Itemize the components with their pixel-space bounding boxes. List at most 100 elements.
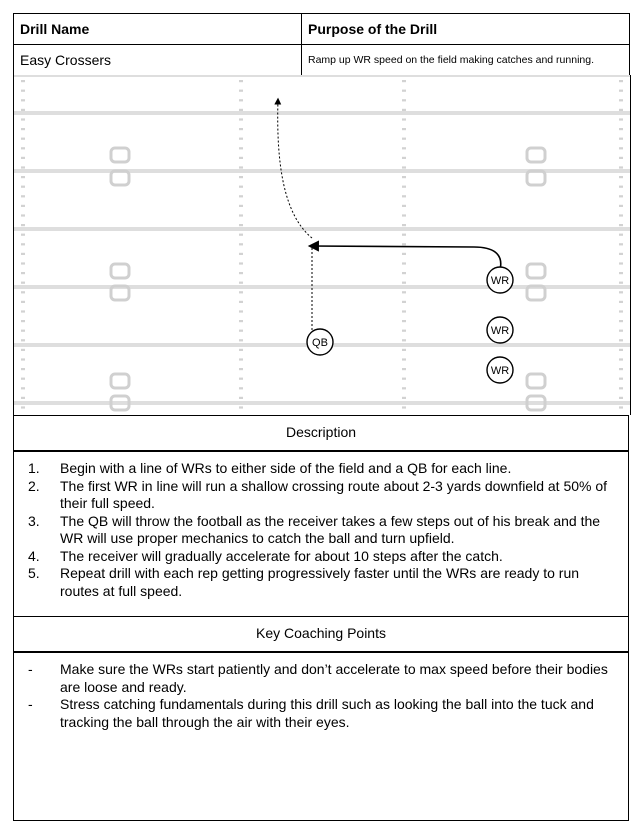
number-box bbox=[109, 146, 131, 164]
hash-mark bbox=[402, 358, 406, 361]
yard-number-boxes bbox=[109, 146, 547, 412]
hash-mark bbox=[402, 185, 406, 188]
hash-mark bbox=[402, 377, 406, 380]
hash-mark bbox=[619, 339, 623, 342]
hash-mark bbox=[21, 156, 25, 159]
hash-mark bbox=[239, 291, 243, 294]
player-label: WR bbox=[491, 365, 509, 377]
hash-mark bbox=[619, 368, 623, 371]
upfield-route bbox=[274, 97, 313, 239]
hash-mark bbox=[619, 320, 623, 323]
description-item: 4.The receiver will gradually accelerate… bbox=[14, 548, 628, 566]
hash-mark bbox=[402, 300, 406, 303]
hash-mark bbox=[239, 281, 243, 284]
player-label: QB bbox=[312, 337, 328, 349]
number-box bbox=[525, 262, 547, 280]
hash-mark bbox=[21, 281, 25, 284]
list-marker: 2. bbox=[28, 477, 40, 494]
hash-mark bbox=[239, 406, 243, 409]
hash-mark bbox=[402, 137, 406, 140]
hash-mark bbox=[21, 396, 25, 399]
hash-mark bbox=[619, 358, 623, 361]
hash-mark bbox=[619, 281, 623, 284]
coaching-item: - Make sure the WRs start patiently and d… bbox=[14, 661, 628, 696]
hash-mark bbox=[239, 262, 243, 265]
hash-mark bbox=[239, 89, 243, 92]
field-svg: WR WR WR QB bbox=[14, 75, 630, 412]
drill-sheet: Drill Name Purpose of the Drill Easy Cro… bbox=[13, 13, 630, 76]
hash-mark bbox=[619, 387, 623, 390]
hash-mark bbox=[402, 80, 406, 83]
coaching-header: Key Coaching Points bbox=[13, 616, 629, 653]
list-marker: 4. bbox=[28, 547, 40, 564]
yard-line bbox=[14, 111, 630, 115]
hash-mark bbox=[402, 243, 406, 246]
hash-mark bbox=[239, 233, 243, 236]
hash-mark bbox=[239, 156, 243, 159]
hash-mark bbox=[21, 300, 25, 303]
yard-line bbox=[14, 285, 630, 289]
hash-mark bbox=[619, 204, 623, 207]
number-box bbox=[109, 169, 131, 187]
hash-mark bbox=[402, 224, 406, 227]
hash-mark bbox=[21, 80, 25, 83]
hash-mark bbox=[21, 137, 25, 140]
hash-mark bbox=[21, 108, 25, 111]
description-list: 1.Begin with a line of WRs to either sid… bbox=[14, 451, 628, 600]
hash-mark bbox=[239, 387, 243, 390]
hash-mark bbox=[239, 128, 243, 131]
description-item: 1.Begin with a line of WRs to either sid… bbox=[14, 460, 628, 478]
hash-mark bbox=[239, 185, 243, 188]
hash-mark bbox=[21, 224, 25, 227]
hash-mark bbox=[402, 89, 406, 92]
hash-mark bbox=[239, 108, 243, 111]
description-title: Description bbox=[285, 424, 357, 440]
number-box bbox=[109, 394, 131, 412]
player-qb: QB bbox=[306, 328, 334, 356]
number-box bbox=[109, 372, 131, 390]
list-text: Begin with a line of WRs to either side … bbox=[60, 460, 512, 476]
hash-mark bbox=[239, 195, 243, 198]
description-item: 3.The QB will throw the football as the … bbox=[14, 513, 628, 548]
hash-mark bbox=[402, 118, 406, 121]
hash-mark bbox=[402, 320, 406, 323]
drill-name-label: Drill Name bbox=[13, 13, 302, 45]
hash-mark bbox=[239, 368, 243, 371]
yard-line bbox=[14, 75, 630, 77]
hash-mark bbox=[239, 147, 243, 150]
yard-line bbox=[14, 227, 630, 231]
hash-mark bbox=[619, 243, 623, 246]
hash-mark bbox=[21, 262, 25, 265]
hash-mark bbox=[239, 339, 243, 342]
hash-mark bbox=[21, 406, 25, 409]
number-box bbox=[525, 372, 547, 390]
hash-mark bbox=[239, 80, 243, 83]
hash-mark bbox=[619, 166, 623, 169]
hash-mark bbox=[21, 128, 25, 131]
hash-mark bbox=[239, 224, 243, 227]
hash-mark bbox=[21, 204, 25, 207]
hash-mark bbox=[402, 291, 406, 294]
hash-mark bbox=[21, 252, 25, 255]
hash-mark bbox=[402, 233, 406, 236]
hash-mark bbox=[619, 99, 623, 102]
hash-mark bbox=[402, 147, 406, 150]
hash-mark bbox=[402, 195, 406, 198]
purpose-value: Ramp up WR speed on the field making cat… bbox=[301, 44, 630, 76]
crossing-route bbox=[307, 240, 502, 271]
number-box bbox=[525, 394, 547, 412]
list-marker: - bbox=[28, 661, 33, 677]
hash-mark bbox=[239, 252, 243, 255]
hash-mark bbox=[239, 272, 243, 275]
hash-mark bbox=[21, 348, 25, 351]
hash-mark bbox=[21, 377, 25, 380]
hash-mark bbox=[239, 118, 243, 121]
list-text: Make sure the WRs start patiently and do… bbox=[60, 661, 608, 695]
list-text: Repeat drill with each rep getting progr… bbox=[60, 565, 580, 599]
hash-mark bbox=[239, 300, 243, 303]
hash-mark bbox=[239, 329, 243, 332]
player-wr-1: WR bbox=[486, 266, 514, 294]
hash-mark bbox=[402, 204, 406, 207]
hash-mark bbox=[619, 128, 623, 131]
hash-mark bbox=[239, 99, 243, 102]
